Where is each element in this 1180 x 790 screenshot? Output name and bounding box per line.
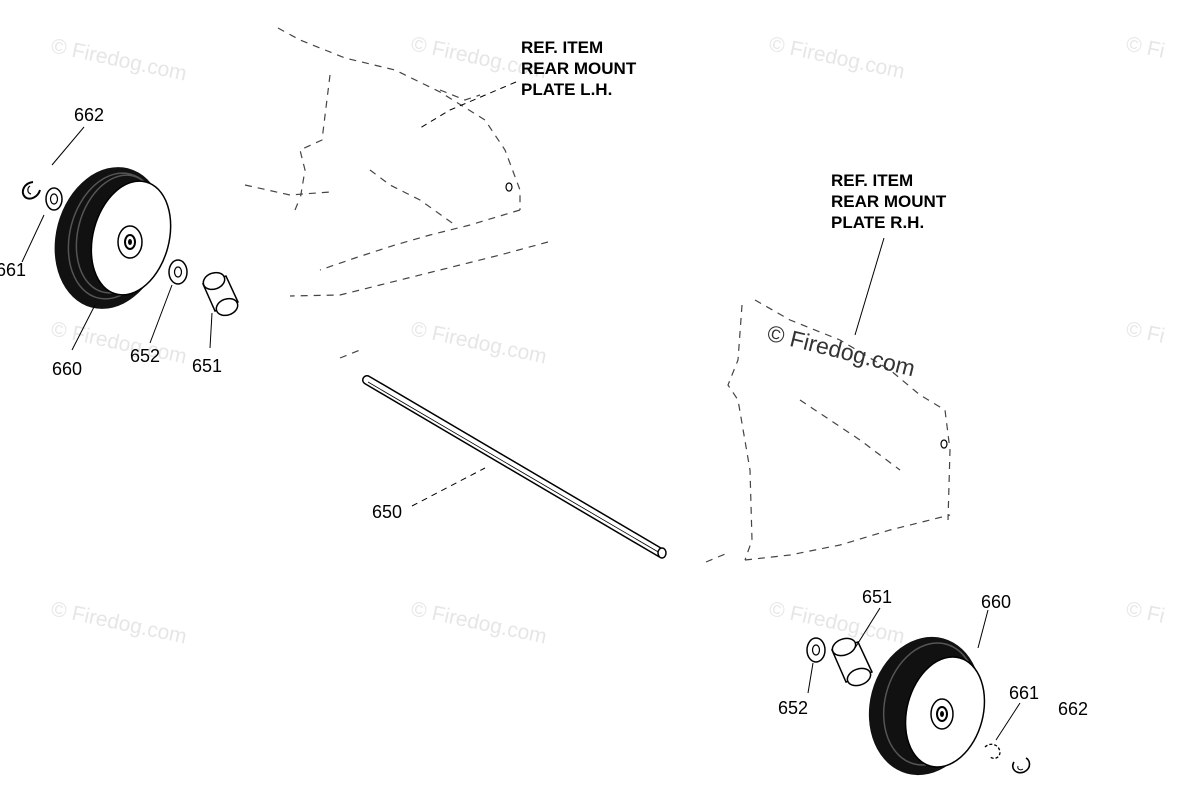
part-number-650: 650 — [372, 502, 402, 522]
ref-label-lh: REF. ITEM REAR MOUNT PLATE L.H. — [419, 38, 637, 129]
watermark: © Firedog.com — [767, 32, 907, 83]
ref-label-line: REF. ITEM — [831, 171, 913, 190]
wheel-660-right — [868, 636, 986, 776]
part-number-662: 662 — [1058, 699, 1088, 719]
ref-label-line: REAR MOUNT — [831, 192, 947, 211]
wheel-660-left — [54, 167, 172, 309]
watermark-dark: © Firedog.com — [765, 320, 918, 382]
ref-label-line: PLATE L.H. — [521, 80, 612, 99]
ref-label-line: REF. ITEM — [521, 38, 603, 57]
part-number-661: 661 — [1009, 683, 1039, 703]
washer-661-left — [45, 187, 63, 211]
spacer-651-right — [830, 637, 874, 687]
right-wheel-assembly: 651 660 661 662 652 — [778, 587, 1088, 776]
part-number-662: 662 — [74, 105, 104, 125]
ref-label-line: REAR MOUNT — [521, 59, 637, 78]
watermark: © Fi — [1124, 597, 1167, 628]
rear-mount-plate-lh — [244, 27, 549, 359]
left-wheel-assembly: 662 661 660 652 651 — [0, 105, 240, 379]
part-number-652: 652 — [130, 346, 160, 366]
watermark: © Fi — [1124, 32, 1167, 63]
washer-652-right — [806, 637, 826, 663]
part-number-660: 660 — [52, 359, 82, 379]
part-number-652: 652 — [778, 698, 808, 718]
axle-650: 650 — [362, 375, 667, 559]
watermark-layer: © Firedog.com © Firedog.com © Firedog.co… — [49, 32, 1167, 648]
part-number-660: 660 — [981, 592, 1011, 612]
ref-label-rh: REF. ITEM REAR MOUNT PLATE R.H. — [831, 171, 947, 336]
clip-662-right — [1011, 757, 1031, 774]
clip-662-left — [21, 181, 41, 200]
watermark: © Firedog.com — [49, 597, 189, 648]
spacer-651-left — [201, 271, 240, 317]
rear-mount-plate-rh — [705, 299, 951, 563]
part-number-651: 651 — [862, 587, 892, 607]
washer-652-left — [168, 259, 188, 285]
watermark: © Firedog.com — [49, 34, 189, 85]
watermark: © Firedog.com — [409, 597, 549, 648]
part-number-651: 651 — [192, 356, 222, 376]
part-number-661: 661 — [0, 260, 26, 280]
washer-661-right — [984, 743, 1001, 759]
watermark: © Fi — [1124, 317, 1167, 348]
watermark: © Firedog.com — [409, 317, 549, 368]
ref-label-line: PLATE R.H. — [831, 213, 924, 232]
